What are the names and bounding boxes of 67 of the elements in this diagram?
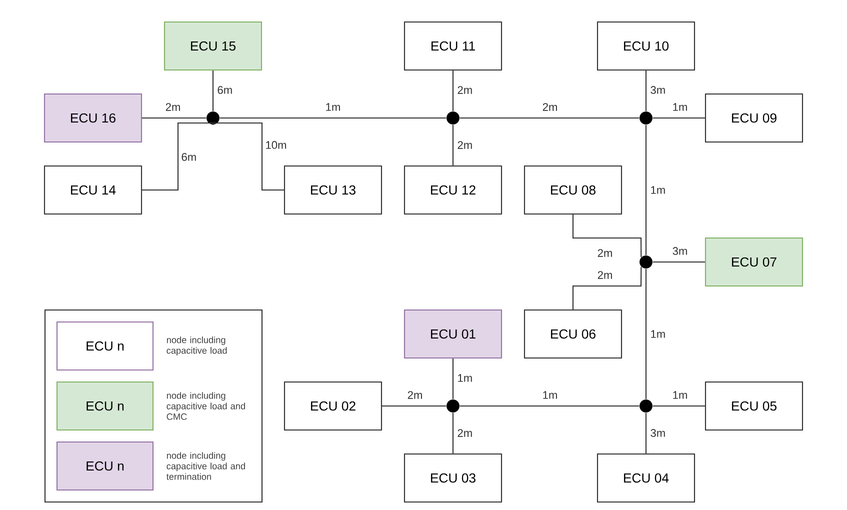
cable-line — [645, 70, 647, 112]
cable-line — [645, 124, 647, 256]
ecu-box: ECU 07 — [704, 237, 804, 287]
ecu-box: ECU 05 — [704, 381, 804, 431]
length-label: 3m — [649, 85, 666, 95]
cable-line — [452, 358, 454, 400]
cable-line — [645, 412, 647, 454]
ecu-box: ECU 14 — [44, 165, 142, 215]
length-label: 1m — [324, 102, 342, 112]
ecu-box: ECU 12 — [404, 165, 502, 215]
length-label: 3m — [649, 428, 666, 438]
length-label: 1m — [649, 185, 666, 195]
length-label: 2m — [164, 102, 182, 112]
cable-line — [452, 124, 454, 166]
cable-line — [382, 405, 446, 407]
length-label: 6m — [216, 85, 234, 95]
cable-line — [142, 117, 206, 119]
cable-line — [220, 117, 446, 119]
ecu-box: ECU 01 — [404, 309, 502, 359]
length-label: 2m — [541, 102, 559, 112]
junction-dot — [206, 112, 220, 124]
legend-text: node including capacitive load and termination — [166, 452, 245, 480]
ecu-box: ECU 09 — [704, 93, 804, 143]
junction-dot — [446, 112, 460, 124]
length-label: 10m — [264, 140, 288, 150]
length-label: 3m — [671, 246, 689, 256]
ecu-box: ECU 08 — [524, 165, 622, 215]
legend-text: node including capacitive load — [166, 336, 227, 356]
length-label: 2m — [596, 248, 614, 258]
junction-dot — [640, 256, 652, 268]
ecu-box: ECU 06 — [524, 309, 622, 359]
length-label: 1m — [671, 102, 689, 112]
length-label: 2m — [456, 428, 474, 438]
cable-line — [460, 117, 640, 119]
junction-dot — [640, 112, 652, 124]
ecu-box: ECU 13 — [284, 165, 382, 215]
length-label: 6m — [180, 152, 198, 162]
cable-line — [460, 405, 640, 407]
cable-line — [142, 122, 214, 191]
cable-line — [572, 266, 642, 310]
ecu-box: ECU 10 — [596, 21, 696, 71]
ecu-box: ECU 15 — [164, 21, 262, 71]
ecu-box: ECU 02 — [284, 381, 382, 431]
ecu-box: ECU 03 — [404, 453, 502, 503]
cable-line — [212, 70, 214, 112]
cable-line — [572, 214, 642, 258]
junction-dot — [640, 400, 652, 412]
length-label: 1m — [541, 390, 559, 400]
cable-line — [212, 122, 284, 191]
cable-line — [452, 70, 454, 112]
length-label: 1m — [456, 373, 474, 383]
length-label: 2m — [456, 140, 474, 150]
length-label: 2m — [456, 85, 474, 95]
cable-line — [645, 268, 647, 400]
length-label: 1m — [649, 329, 666, 339]
cable-line — [652, 117, 705, 119]
cable-line — [652, 405, 705, 407]
cable-line — [652, 261, 705, 263]
cable-line — [452, 412, 454, 454]
ecu-box: ECU 04 — [596, 453, 696, 503]
length-label: 2m — [596, 270, 614, 280]
length-label: 2m — [406, 390, 424, 400]
ecu-box: ECU 16 — [44, 93, 142, 143]
length-label: 1m — [671, 390, 689, 400]
legend-text: node including capacitive load and CMC — [166, 392, 245, 420]
junction-dot — [446, 400, 460, 412]
ecu-box: ECU 11 — [404, 21, 502, 71]
